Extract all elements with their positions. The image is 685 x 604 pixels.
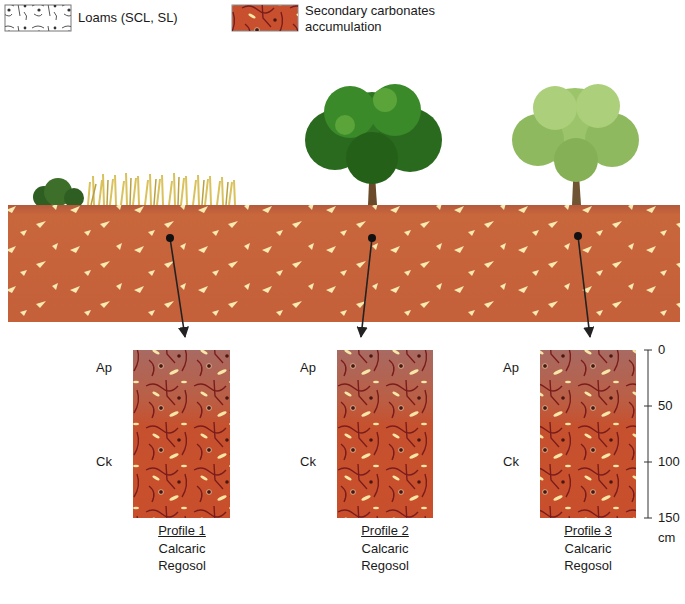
horizon-label: Ap xyxy=(96,360,112,376)
legend-swatch-loam xyxy=(5,5,71,31)
horizon-label: Ck xyxy=(300,454,316,470)
depth-tick-label: 100 xyxy=(658,454,680,470)
tree-dark xyxy=(305,84,442,205)
horizon-label: Ap xyxy=(300,360,316,376)
legend-text: Secondary carbonates accumulation xyxy=(305,3,455,36)
legend-text: Loams (SCL, SL) xyxy=(78,10,278,26)
profile-label: Profile 1Calcaric Regosol xyxy=(138,522,226,575)
profile-name: Profile 2 xyxy=(341,522,429,540)
horizon-label: Ap xyxy=(503,360,519,376)
depth-tick-label: 150 xyxy=(658,510,680,526)
soil-type: Calcaric Regosol xyxy=(548,540,628,575)
profile-name: Profile 3 xyxy=(544,522,632,540)
legend-swatch-carbonates xyxy=(232,5,298,31)
horizon-label: Ck xyxy=(503,454,519,470)
profile-label: Profile 3Calcaric Regosol xyxy=(544,522,632,575)
depth-tick-label: 0 xyxy=(658,342,665,358)
shrub xyxy=(33,178,84,208)
depth-scale xyxy=(644,350,652,518)
depth-tick-label: 50 xyxy=(658,398,672,414)
soil-column xyxy=(337,350,433,518)
landscape-soil xyxy=(8,205,680,322)
soil-column xyxy=(133,350,230,518)
sampling-arrows xyxy=(166,232,590,337)
unit-label: cm xyxy=(658,530,675,546)
tree-light xyxy=(512,84,639,205)
profile-name: Profile 1 xyxy=(138,522,226,540)
soil-type: Calcaric Regosol xyxy=(142,540,222,575)
soil-type: Calcaric Regosol xyxy=(345,540,425,575)
grass xyxy=(88,173,235,205)
horizon-label: Ck xyxy=(96,454,112,470)
soil-column xyxy=(540,350,636,518)
profile-label: Profile 2Calcaric Regosol xyxy=(341,522,429,575)
